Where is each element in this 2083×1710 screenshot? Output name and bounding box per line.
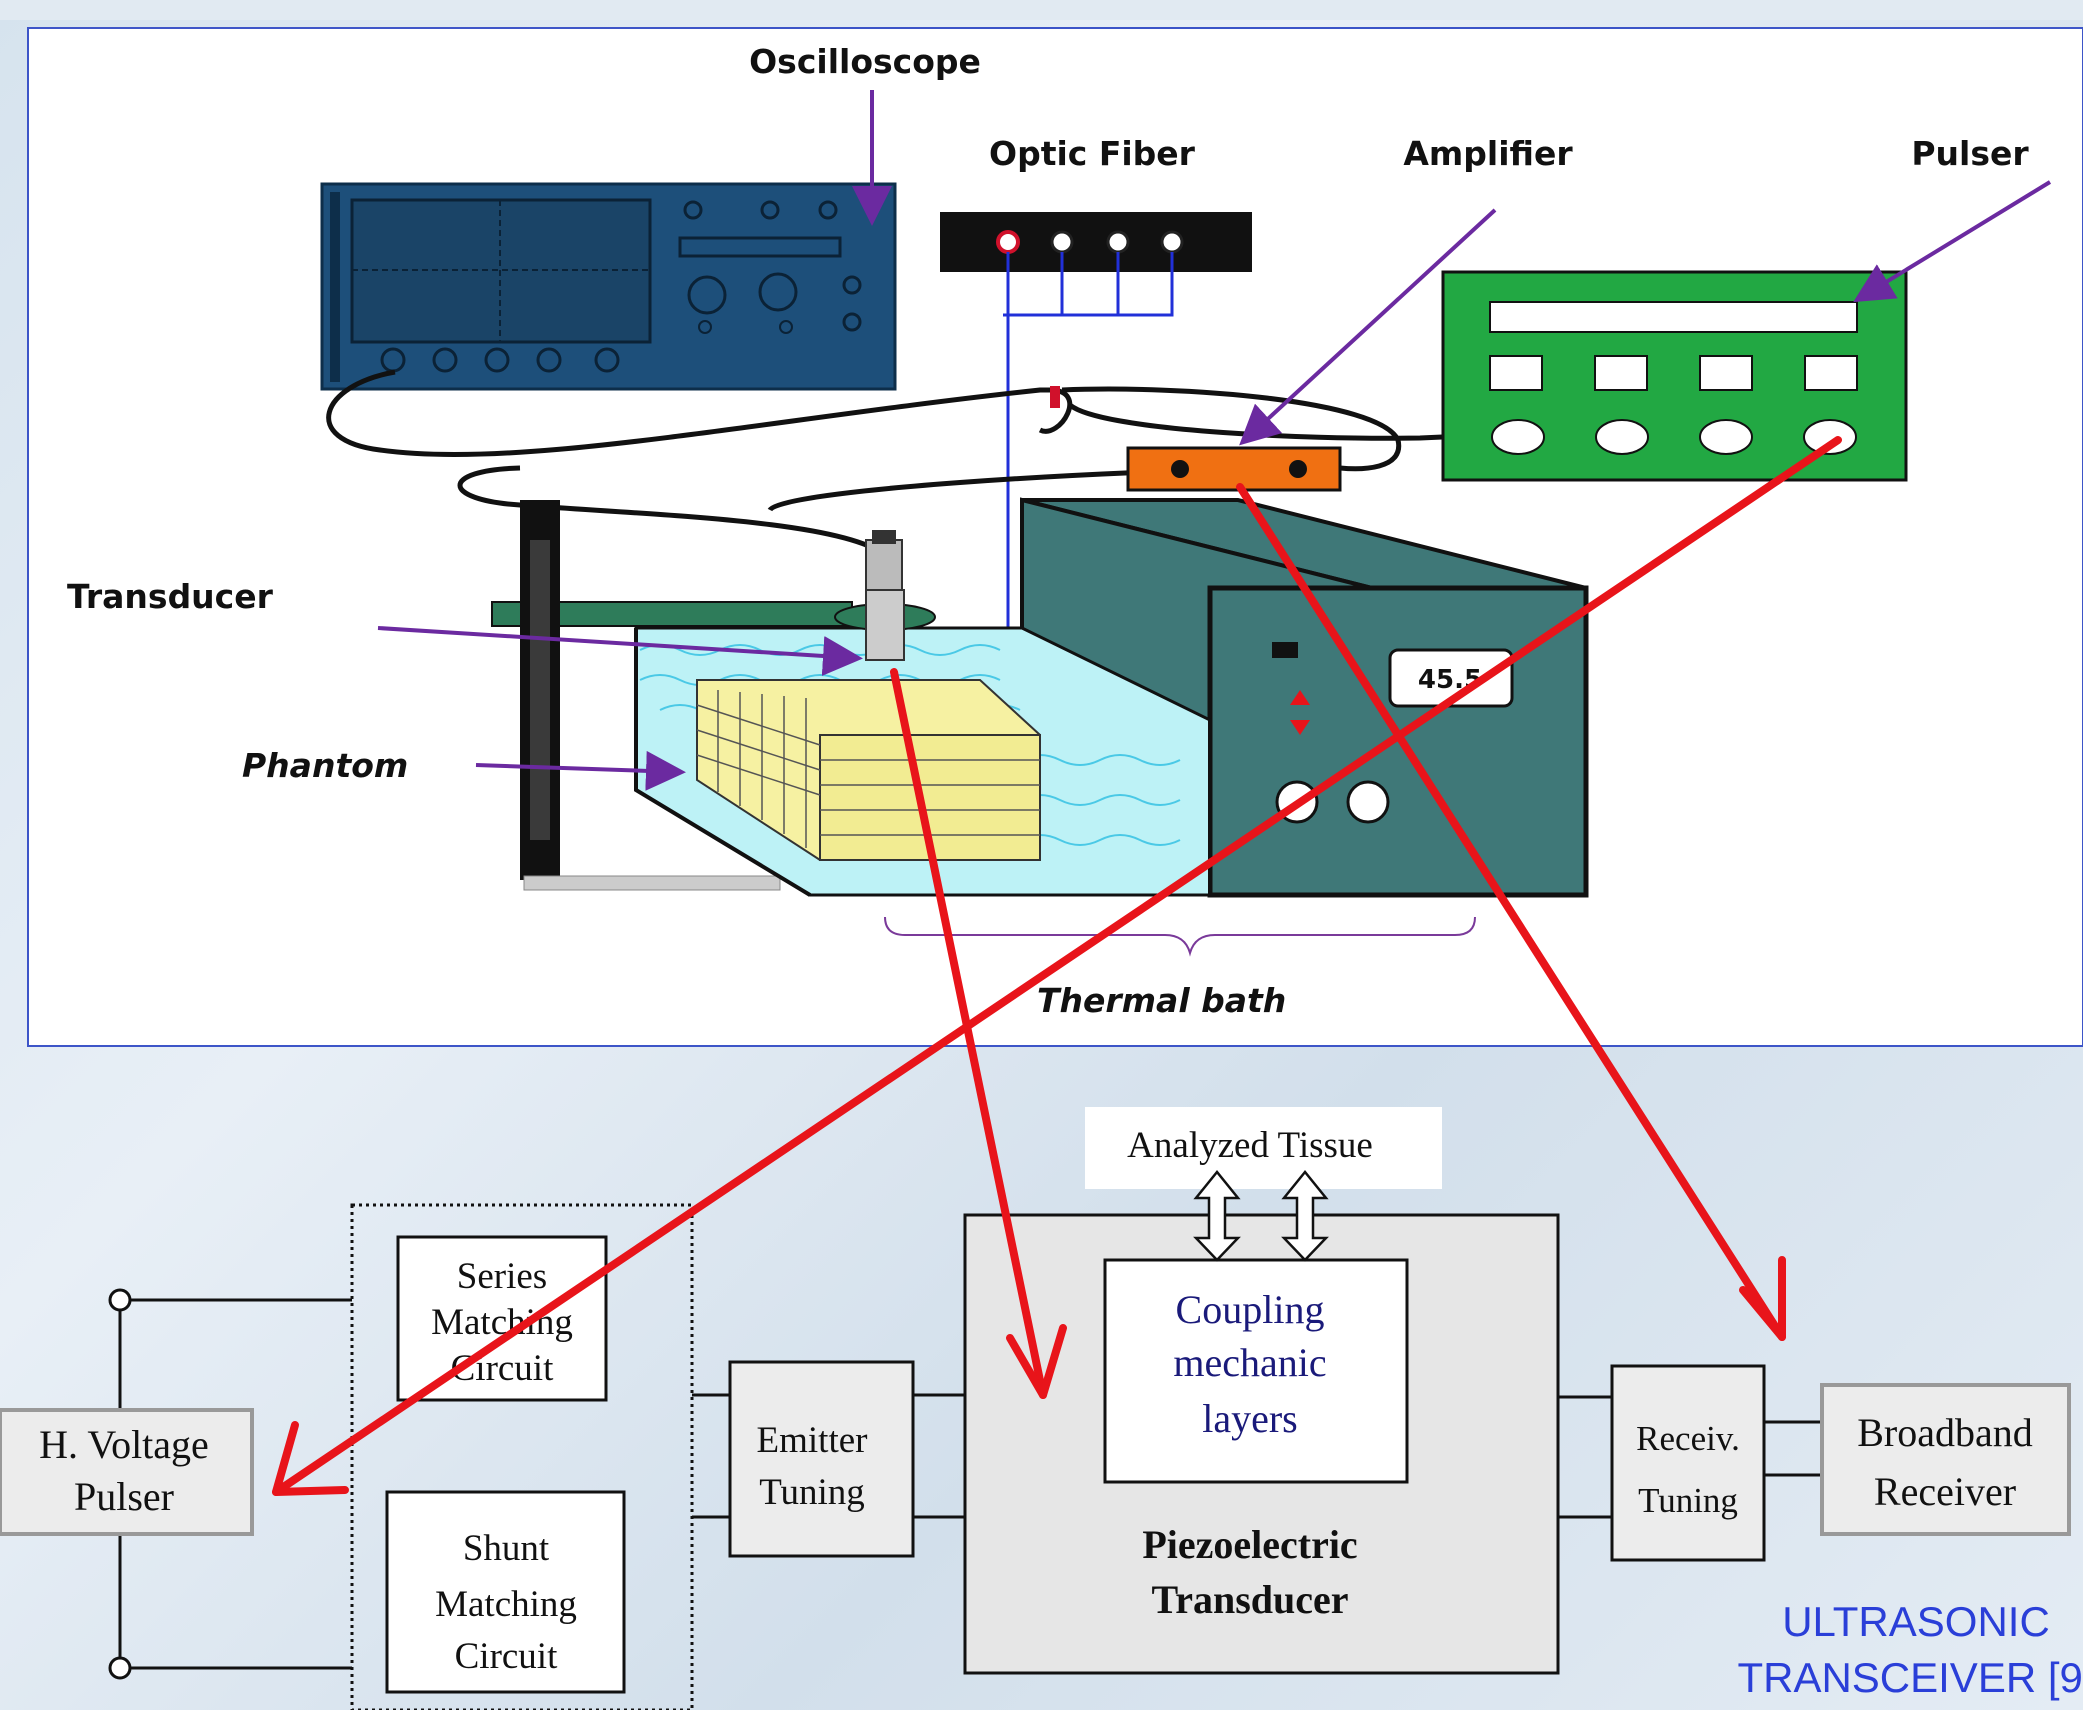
arrow-probe-to-piezo bbox=[890, 668, 1067, 1399]
hv-pulser-block: H. Voltage Pulser bbox=[0, 1408, 254, 1536]
matching-network-box bbox=[350, 1203, 694, 1710]
transducer-probe bbox=[834, 530, 936, 661]
oscilloscope-device bbox=[320, 182, 897, 391]
label-amplifier: Amplifier bbox=[1403, 134, 1573, 173]
analyzed-tissue-box bbox=[1085, 1107, 1442, 1189]
receiv-tuning-block: Receiv. Tuning bbox=[1610, 1364, 1766, 1562]
emitter-tuning-block: Emitter Tuning bbox=[728, 1360, 915, 1558]
emitter-tuning-line2: Tuning bbox=[759, 1472, 865, 1513]
red-mapping-arrows bbox=[272, 436, 1842, 1496]
cropped-heading-strip bbox=[0, 0, 2083, 20]
caption-line2: TRANSCEIVER [9] bbox=[1737, 1654, 2083, 1701]
label-phantom: Phantom bbox=[242, 746, 408, 785]
coupling-line3: layers bbox=[1202, 1396, 1298, 1441]
series-matching-block: Series Matching Circuit bbox=[396, 1235, 608, 1402]
shunt-matching-line3: Circuit bbox=[455, 1636, 558, 1677]
hv-pulser-line1: H. Voltage bbox=[39, 1422, 209, 1467]
shunt-matching-block: Shunt Matching Circuit bbox=[385, 1490, 626, 1694]
shunt-matching-line1: Shunt bbox=[463, 1528, 550, 1569]
piezo-line1: Piezoelectric bbox=[1142, 1522, 1357, 1567]
piezo-line2: Transducer bbox=[1151, 1577, 1348, 1622]
broadband-receiver-block: Broadband Receiver bbox=[1820, 1383, 2071, 1536]
coupling-layers-block: Coupling mechanic layers bbox=[1103, 1258, 1409, 1484]
coupling-line1: Coupling bbox=[1176, 1287, 1325, 1332]
label-pulser: Pulser bbox=[1911, 134, 2029, 173]
receiv-tuning-line1: Receiv. bbox=[1636, 1419, 1740, 1458]
amplifier-device bbox=[1126, 446, 1342, 492]
broadband-line2: Receiver bbox=[1874, 1469, 2016, 1514]
coupling-line2: mechanic bbox=[1173, 1340, 1326, 1385]
broadband-line1: Broadband bbox=[1857, 1410, 2033, 1455]
series-matching-line1: Series bbox=[457, 1256, 547, 1297]
label-transducer: Transducer bbox=[67, 577, 274, 616]
pulser-device bbox=[1441, 270, 1908, 482]
emitter-tuning-line1: Emitter bbox=[757, 1420, 868, 1461]
tissue-coupling-arrows bbox=[1193, 1170, 1329, 1262]
circuit-diagram: H. Voltage Pulser Series Matching Circui… bbox=[0, 1107, 2083, 1710]
analyzed-tissue-label: Analyzed Tissue bbox=[1127, 1125, 1373, 1166]
label-oscilloscope: Oscilloscope bbox=[749, 42, 981, 81]
label-thermal-bath: Thermal bath bbox=[1037, 981, 1286, 1020]
series-matching-line3: Circuit bbox=[451, 1348, 554, 1389]
receiv-tuning-line2: Tuning bbox=[1638, 1481, 1738, 1520]
caption-line1: ULTRASONIC bbox=[1782, 1598, 2050, 1645]
phantom-block bbox=[696, 679, 1041, 861]
hv-pulser-line2: Pulser bbox=[74, 1474, 174, 1519]
purple-pointer-arrows bbox=[377, 90, 2052, 791]
optic-fiber-connector bbox=[940, 212, 1252, 710]
thermal-bath-brace bbox=[884, 916, 1476, 957]
label-optic-fiber: Optic Fiber bbox=[989, 134, 1196, 173]
arrow-amplifier-to-receiver bbox=[1236, 483, 1786, 1341]
arrow-pulser-to-hv-pulser bbox=[272, 436, 1842, 1496]
experimental-setup-panel: 45.5 bbox=[27, 27, 2083, 1047]
shunt-matching-line2: Matching bbox=[435, 1584, 577, 1625]
